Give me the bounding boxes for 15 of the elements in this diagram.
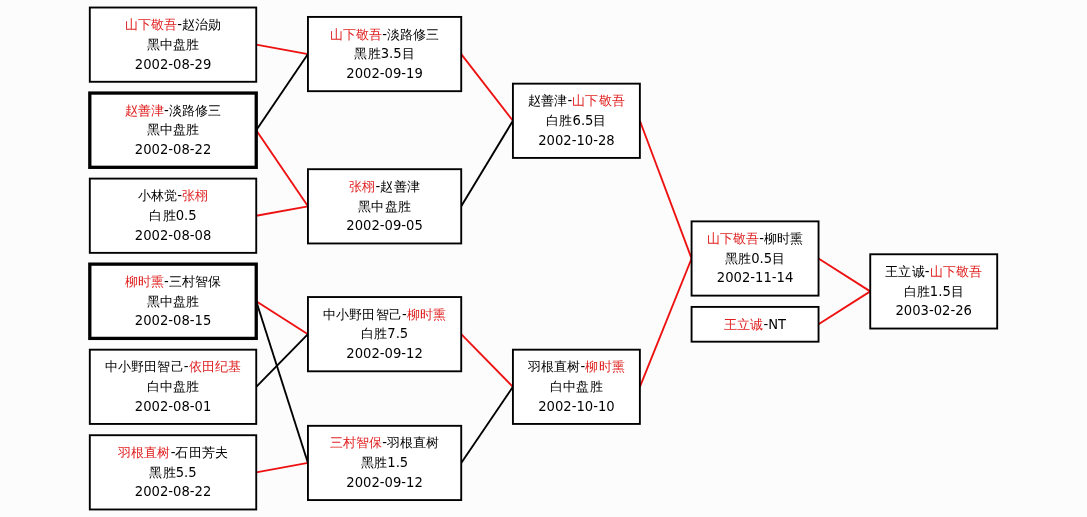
node-box: 山下敬吾-淡路修三 黑胜3.5目 2002-09-19	[307, 16, 463, 93]
node-box: 赵善津-山下敬吾 白胜6.5目 2002-10-28	[511, 82, 641, 159]
node-box: 张栩-赵善津 黑中盘胜 2002-09-05	[307, 168, 463, 245]
node-box: 山下敬吾-赵治勋 黑中盘胜 2002-08-29	[88, 6, 258, 83]
node-box: 中小野田智己-柳时熏 白胜7.5 2002-09-12	[307, 296, 463, 373]
node-box: 中小野田智己-依田纪基 白中盘胜 2002-08-01	[88, 348, 258, 425]
node-box: 羽根直树-石田芳夫 黑胜5.5 2002-08-22	[88, 434, 258, 511]
node-box: 小林觉-张栩 白胜0.5 2002-08-08	[88, 177, 258, 254]
node-box: 赵善津-淡路修三 黑中盘胜 2002-08-22	[88, 91, 258, 169]
node-box: 王立诚-NT	[690, 305, 820, 343]
node-box: 羽根直树-柳时熏 白中盘胜 2002-10-10	[511, 348, 641, 425]
node-box: 山下敬吾-柳时熏 黑胜0.5目 2002-11-14	[690, 220, 820, 297]
node-box: 王立诚-山下敬吾 白胜1.5目 2003-02-26	[869, 253, 999, 330]
node-box: 柳时熏-三村智保 黑中盘胜 2002-08-15	[88, 262, 258, 341]
node-box: 三村智保-羽根直树 黑胜1.5 2002-09-12	[307, 424, 463, 501]
